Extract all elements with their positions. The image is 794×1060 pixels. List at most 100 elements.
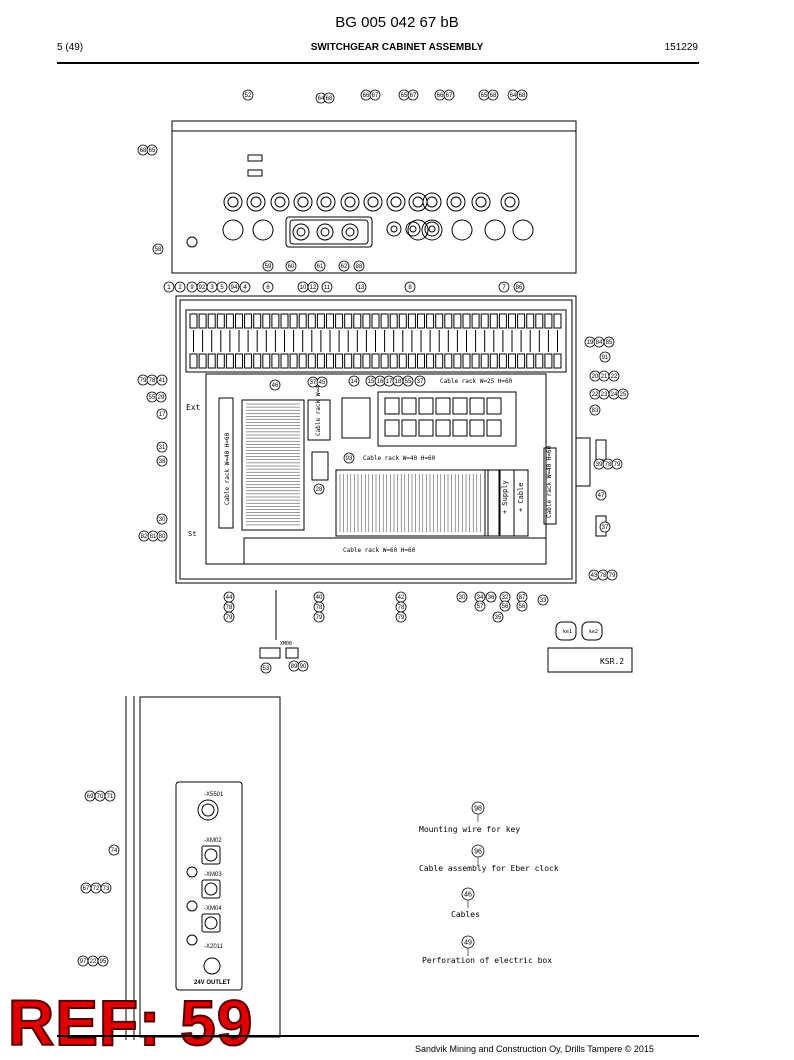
blank-hole [421, 219, 443, 241]
blank-hole [484, 219, 506, 241]
blank-hole [512, 219, 534, 241]
legend-balloon: 46 [461, 887, 475, 908]
callout-bottom-row: 56 [516, 600, 528, 612]
callout-xm00: 89 [288, 660, 300, 672]
relay [452, 397, 468, 415]
svg-text:12: 12 [310, 285, 317, 291]
svg-text:64: 64 [318, 96, 325, 102]
st-label: St [188, 530, 196, 538]
cable-gland [471, 192, 491, 212]
svg-text:8: 8 [408, 285, 412, 291]
svg-text:9: 9 [190, 285, 194, 291]
terminal [489, 353, 498, 369]
blank-hole [451, 219, 473, 241]
connector-socket [292, 223, 310, 241]
terminal [326, 313, 334, 329]
svg-text:16: 16 [377, 379, 384, 385]
page-number: 5 (49) [57, 42, 84, 53]
cap [186, 934, 198, 946]
svg-text:67: 67 [446, 93, 453, 99]
svg-text:78: 78 [605, 462, 612, 468]
rack-bottom-label: Cable rack W=60 H=60 [343, 547, 416, 554]
svg-text:56: 56 [519, 604, 526, 610]
svg-text:55: 55 [149, 395, 156, 401]
outlet-plate [175, 781, 243, 991]
svg-text:86: 86 [516, 285, 523, 291]
svg-text:25: 25 [620, 392, 627, 398]
cable-gland [223, 192, 243, 212]
callout-inner: 28 [313, 483, 325, 495]
callout-bottom-row: 33 [537, 594, 549, 606]
svg-text:79: 79 [614, 462, 621, 468]
cap [186, 866, 198, 878]
callout-top-panel: 67 [443, 89, 455, 101]
svg-text:30: 30 [459, 595, 466, 601]
terminal [480, 353, 489, 369]
svg-text:71: 71 [107, 794, 114, 800]
callout-side-panel: 71 [104, 790, 116, 802]
svg-text:4: 4 [243, 285, 247, 291]
svg-text:62: 62 [341, 264, 348, 270]
svg-text:45: 45 [319, 380, 326, 386]
callout-top-row: 7 [498, 281, 510, 293]
callout-top-row: 8 [404, 281, 416, 293]
outlet-socket [203, 957, 221, 975]
callout-left-side: 41 [156, 374, 168, 386]
callout-top-panel: 66 [360, 89, 372, 101]
terminal [271, 313, 280, 329]
callout-top-row: 94 [228, 281, 240, 293]
callout-top-panel: 67 [369, 89, 381, 101]
cable-gland [386, 221, 402, 237]
callout-left-side: 17 [156, 408, 168, 420]
terminal [498, 353, 507, 369]
callout-left-side: 80 [156, 530, 168, 542]
svg-text:29: 29 [158, 395, 165, 401]
terminal [407, 353, 416, 369]
side-panel [139, 696, 281, 1038]
svg-text:15: 15 [368, 379, 375, 385]
svg-text:96: 96 [474, 849, 482, 856]
svg-text:68: 68 [140, 148, 147, 154]
svg-text:89: 89 [291, 664, 298, 670]
terminal [553, 353, 562, 369]
callout-top-row: 86 [513, 281, 525, 293]
terminal [298, 313, 307, 329]
callout-left-side: 81 [147, 530, 159, 542]
terminal-block-left [241, 399, 305, 531]
callout-right-side: 47 [595, 489, 607, 501]
terminal [498, 313, 507, 329]
svg-text:52: 52 [245, 93, 252, 99]
relay [486, 397, 502, 415]
callout-top-row: 13 [355, 281, 367, 293]
svg-text:66: 66 [363, 93, 370, 99]
lower-terminals [335, 469, 489, 537]
callout-top-panel: 64 [507, 89, 519, 101]
svg-text:79: 79 [609, 573, 616, 579]
xm02-label: -XM02 [204, 838, 222, 844]
svg-text:24: 24 [611, 392, 618, 398]
callout-inner: 45 [316, 376, 328, 388]
page-title: SWITCHGEAR CABINET ASSEMBLY [310, 42, 484, 53]
svg-text:20: 20 [592, 374, 599, 380]
svg-text:84: 84 [596, 340, 603, 346]
callout-inner: 16 [374, 375, 386, 387]
xm00-label: XM00 [280, 641, 292, 647]
svg-text:34: 34 [477, 595, 484, 601]
terminal [426, 353, 435, 369]
callout-side-panel: 67 [80, 882, 92, 894]
callout-bottom-row: 78 [223, 601, 235, 613]
connector-socket [201, 845, 221, 865]
svg-text:10: 10 [300, 285, 307, 291]
callout-left-side: 31 [156, 441, 168, 453]
terminal [362, 353, 371, 369]
ksr-module [547, 647, 633, 673]
legend-text-3: Cables [451, 910, 480, 919]
svg-text:1: 1 [167, 285, 171, 291]
xm00-plug [259, 647, 281, 659]
header-rule [57, 62, 699, 64]
svg-text:59: 59 [265, 264, 272, 270]
terminal [298, 353, 307, 369]
callout-inner: 15 [365, 375, 377, 387]
relay [486, 419, 502, 437]
svg-text:79: 79 [398, 615, 405, 621]
